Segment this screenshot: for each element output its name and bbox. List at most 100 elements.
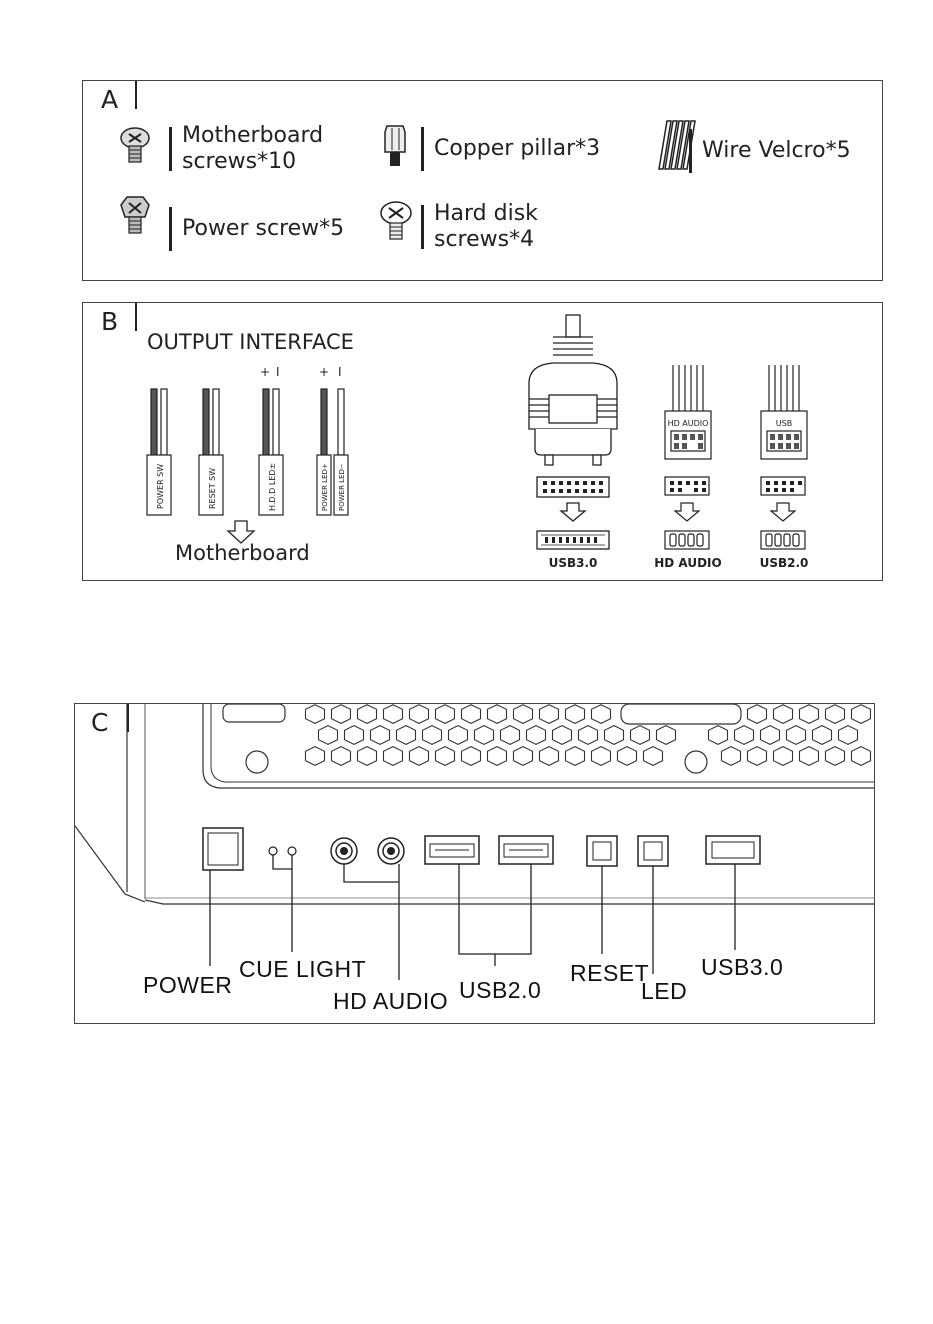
screw-hex-head-icon bbox=[121, 197, 149, 233]
label-reset: RESET bbox=[570, 960, 649, 987]
vent-hole bbox=[306, 705, 325, 724]
vent-hole bbox=[631, 726, 650, 745]
accessory-power-screw: Power screw*5 bbox=[169, 207, 344, 251]
accessory-motherboard-screws: Motherboard screws*10 bbox=[169, 123, 323, 175]
screw-round-head-icon bbox=[121, 128, 149, 162]
label-led: LED bbox=[641, 978, 687, 1005]
vent-hole bbox=[592, 705, 611, 724]
plug-label-usb: USB bbox=[776, 419, 792, 428]
vent-hole bbox=[800, 705, 819, 724]
copper-pillar-icon bbox=[385, 126, 405, 166]
vent-hole bbox=[722, 747, 741, 766]
label-cue-light: CUE LIGHT bbox=[239, 956, 366, 983]
reset-button bbox=[587, 836, 617, 866]
item-divider bbox=[169, 127, 172, 171]
accessory-wire-velcro: Wire Velcro*5 bbox=[689, 129, 851, 173]
vent-hole bbox=[709, 726, 728, 745]
item-label: Hard disk screws*4 bbox=[434, 201, 538, 253]
letter-divider bbox=[127, 704, 129, 732]
vent-hole bbox=[566, 747, 585, 766]
vent-hole bbox=[332, 747, 351, 766]
item-label: Wire Velcro*5 bbox=[702, 138, 851, 164]
vent-hole bbox=[345, 726, 364, 745]
usb3-plug-icon bbox=[529, 315, 617, 549]
vent-hole bbox=[774, 747, 793, 766]
wire-label: H.D.D LED± bbox=[268, 463, 277, 511]
vent-hole bbox=[748, 747, 767, 766]
vent-hole bbox=[735, 726, 754, 745]
item-label: Copper pillar*3 bbox=[434, 136, 600, 162]
hd-audio-plug-icon bbox=[665, 365, 711, 549]
vent-hole bbox=[748, 705, 767, 724]
power-button bbox=[203, 828, 243, 870]
vent-hole bbox=[852, 747, 871, 766]
arrow-down-icon bbox=[228, 521, 254, 543]
connector-label-usb30: USB3.0 bbox=[528, 556, 618, 570]
motherboard-label: Motherboard bbox=[175, 541, 310, 565]
vent-hole bbox=[553, 726, 572, 745]
vent-hole bbox=[605, 726, 624, 745]
item-label: Motherboard screws*10 bbox=[182, 123, 323, 175]
vent-hole bbox=[462, 747, 481, 766]
label-hd-audio: HD AUDIO bbox=[333, 988, 448, 1015]
vent-hole bbox=[540, 747, 559, 766]
accessory-copper-pillar: Copper pillar*3 bbox=[421, 127, 600, 171]
vent-hole bbox=[384, 747, 403, 766]
item-divider bbox=[689, 129, 692, 173]
panel-b-output-interface: B OUTPUT INTERFACE + I + I POWER SW RESE… bbox=[82, 302, 883, 581]
vent-hole bbox=[813, 726, 832, 745]
vent-hole bbox=[384, 705, 403, 724]
vent-hole bbox=[566, 705, 585, 724]
accessory-hard-disk-screws: Hard disk screws*4 bbox=[421, 201, 538, 253]
wire-power-led-plus: POWER LED+ bbox=[317, 389, 331, 515]
vent-hole bbox=[618, 747, 637, 766]
vent-mesh bbox=[306, 705, 871, 766]
audio-jack-1 bbox=[331, 838, 357, 864]
plug-label-hd-audio: HD AUDIO bbox=[668, 419, 709, 428]
vent-hole bbox=[488, 705, 507, 724]
connector-label-hd-audio: HD AUDIO bbox=[643, 556, 733, 570]
item-label: Power screw*5 bbox=[182, 216, 344, 242]
wire-label: POWER LED+ bbox=[321, 463, 329, 511]
label-usb30: USB3.0 bbox=[701, 954, 783, 981]
vent-hole bbox=[397, 726, 416, 745]
vent-hole bbox=[579, 726, 598, 745]
wire-hdd-led: H.D.D LED± bbox=[259, 389, 283, 515]
vent-hole bbox=[644, 747, 663, 766]
screw-cross-head-icon bbox=[381, 202, 411, 239]
vent-hole bbox=[436, 747, 455, 766]
usb2-plug-icon bbox=[761, 365, 807, 549]
wire-label: POWER LED− bbox=[338, 463, 346, 511]
vent-hole bbox=[774, 705, 793, 724]
vent-hole bbox=[501, 726, 520, 745]
wire-power-led-minus: POWER LED− bbox=[334, 389, 348, 515]
item-divider bbox=[421, 127, 424, 171]
usb2-port-1 bbox=[425, 836, 479, 864]
wire-power-sw: POWER SW bbox=[147, 389, 171, 515]
vent-hole bbox=[332, 705, 351, 724]
vent-hole bbox=[410, 705, 429, 724]
vent-hole bbox=[358, 747, 377, 766]
audio-jack-2 bbox=[378, 838, 404, 864]
vent-hole bbox=[527, 726, 546, 745]
vent-hole bbox=[410, 747, 429, 766]
cue-light-2 bbox=[288, 847, 296, 855]
vent-hole bbox=[852, 705, 871, 724]
vent-hole bbox=[514, 705, 533, 724]
label-power: POWER bbox=[143, 972, 232, 999]
connector-label-usb20: USB2.0 bbox=[739, 556, 829, 570]
vent-hole bbox=[761, 726, 780, 745]
cue-light-1 bbox=[269, 847, 277, 855]
label-usb20: USB2.0 bbox=[459, 977, 541, 1004]
wire-reset-sw: RESET SW bbox=[199, 389, 223, 515]
usb3-port bbox=[706, 836, 760, 864]
vent-hole bbox=[423, 726, 442, 745]
vent-hole bbox=[319, 726, 338, 745]
panel-a-accessories: A bbox=[82, 80, 883, 281]
vent-hole bbox=[306, 747, 325, 766]
usb2-port-2 bbox=[499, 836, 553, 864]
wire-label: RESET SW bbox=[208, 468, 217, 509]
vent-hole bbox=[800, 747, 819, 766]
vent-hole bbox=[488, 747, 507, 766]
vent-hole bbox=[436, 705, 455, 724]
